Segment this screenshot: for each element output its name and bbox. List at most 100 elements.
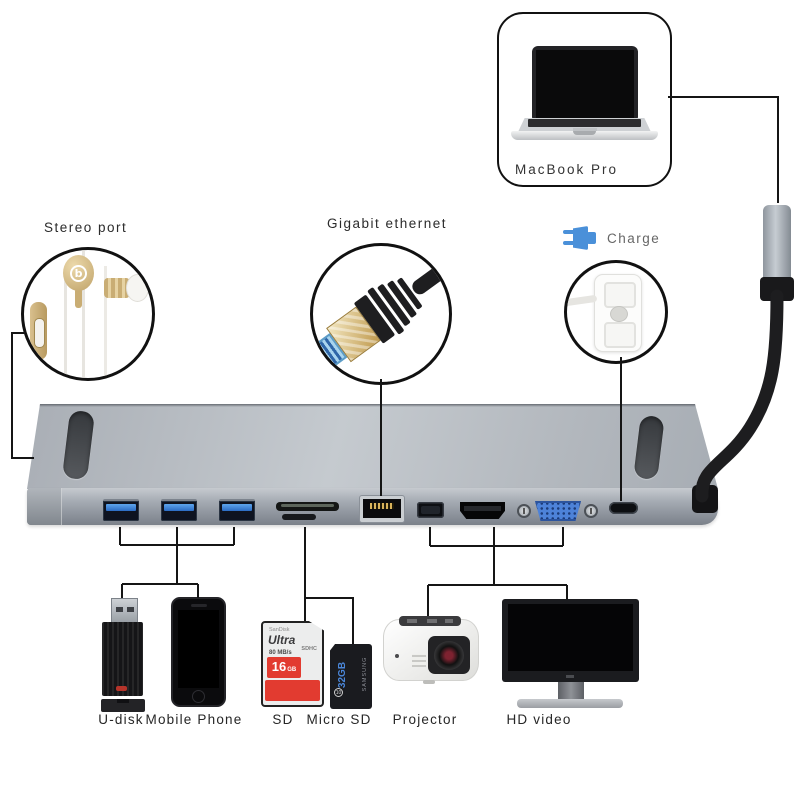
usb-a-port-3 [219, 499, 255, 521]
udisk-cap [101, 699, 145, 712]
projector-foot [423, 680, 435, 684]
udisk-image [101, 598, 145, 712]
charge-callout [564, 260, 668, 364]
macbook-base-notch [573, 131, 596, 135]
ethernet-cable [409, 255, 449, 297]
sd-card-slot [276, 502, 339, 511]
ethernet-callout [310, 243, 452, 385]
hd-video-label: HD video [506, 712, 572, 727]
projector-top-controls [399, 616, 461, 626]
sd-card-capacity-badge: 16 GB [267, 657, 301, 678]
hub-cable-strain-relief [692, 485, 718, 513]
adapter-slot-bottom [604, 322, 636, 348]
hdmi-port-cavity [464, 506, 501, 511]
macbook-base [511, 131, 658, 140]
projector-knob-2 [427, 619, 437, 623]
sd-card-brand: SanDisk [269, 627, 290, 633]
sd-card-type-logo: SDHC [301, 646, 317, 652]
charge-label: Charge [607, 231, 661, 246]
earbud-disc: b [63, 255, 94, 291]
vga-screw-right [584, 504, 598, 518]
usb-c-connector-overmold [760, 277, 794, 301]
monitor-image [502, 599, 639, 709]
earbud-remote [30, 302, 47, 360]
macbook-callout-box: MacBook Pro [497, 12, 672, 187]
monitor-stand-base [517, 699, 623, 708]
macbook-keyboard-deck [518, 118, 651, 132]
projector-lens-housing [428, 636, 470, 674]
stereo-port-label: Stereo port [44, 220, 128, 235]
power-adapter [594, 274, 642, 352]
hdmi-port [460, 502, 505, 519]
earbud-cable-2 [82, 250, 85, 378]
udisk-led [116, 686, 127, 691]
macbook-connector-line [668, 96, 779, 203]
hub-top-surface [27, 404, 718, 489]
phone-earpiece [191, 604, 207, 607]
ethernet-connector [313, 246, 449, 382]
projector-lens [434, 641, 464, 670]
sd-card-image: SanDisk Ultra 80 MB/s SDHC 16 GB [261, 621, 324, 707]
beats-logo-letter: b [74, 266, 83, 280]
macbook-trackpad [573, 128, 597, 131]
plug-body [573, 226, 588, 250]
udisk-usb-connector [111, 598, 138, 623]
monitor-stand-neck [558, 682, 584, 699]
rj45-port-cavity [363, 499, 401, 518]
micro-sd-class-mark: 10 [334, 688, 343, 697]
micro-sd-brand: SAMSUNG [362, 656, 368, 692]
earbud-cable-1 [64, 280, 67, 378]
udisk-connector-slot-2 [127, 607, 134, 612]
sd-card-red-stripe [265, 680, 320, 701]
usb-a-port-1 [103, 499, 139, 521]
usb-a-port-3-tongue [222, 504, 252, 511]
earbud-remote-button [34, 318, 45, 348]
vga-port [535, 501, 581, 521]
udisk-body [102, 622, 143, 696]
charge-plug-icon [563, 224, 599, 252]
earbud-stem [75, 288, 82, 308]
macbook-label: MacBook Pro [515, 162, 619, 177]
sd-card-model: Ultra [268, 633, 296, 647]
monitor-logo [566, 675, 574, 678]
projector-image [383, 616, 479, 684]
micro-sd-label: Micro SD [306, 712, 372, 727]
stereo-port-callout: b [21, 247, 155, 381]
beats-logo-icon: b [70, 264, 87, 282]
gigabit-ethernet-label: Gigabit ethernet [327, 216, 448, 231]
udisk-label: U-disk [98, 712, 144, 727]
plug-prong-bottom [563, 241, 575, 245]
projector-knob-3 [445, 619, 453, 623]
monitor-bezel [502, 599, 639, 682]
mobile-phone-image [171, 597, 226, 707]
monitor-screen [508, 604, 633, 671]
projector-vents [412, 654, 426, 667]
macbook-screen [536, 50, 634, 118]
rj45-port-pins [370, 503, 394, 509]
sd-card-speed: 80 MB/s [269, 650, 292, 656]
plug-tip [587, 232, 596, 244]
micro-sd-card-image: 32GB SAMSUNG 10 [330, 644, 372, 709]
plug-prong-top [563, 230, 575, 234]
earbud-cable-3 [104, 266, 107, 378]
usb-a-port-1-tongue [106, 504, 136, 511]
sd-card-capacity-unit: GB [287, 667, 297, 673]
adapter-slot-top [604, 282, 636, 308]
sd-label: SD [272, 712, 294, 727]
mini-displayport-cavity [421, 506, 440, 514]
projector-label: Projector [392, 712, 458, 727]
adapter-cable [567, 294, 598, 307]
udisk-connector-slot-1 [116, 607, 123, 612]
usb-a-port-2-tongue [164, 504, 194, 511]
usb-c-cable [695, 289, 784, 503]
mini-displayport [417, 502, 444, 518]
sd-card-capacity: 16 [271, 659, 287, 674]
vga-screw-left [517, 504, 531, 518]
earbud-right-tip [126, 274, 149, 302]
macbook-keyboard [528, 119, 641, 127]
rj45-ethernet-port [359, 495, 405, 523]
udisk-cap-notch [117, 699, 129, 703]
hub-left-endcap [27, 488, 62, 525]
macbook-screen-bezel [532, 46, 638, 120]
